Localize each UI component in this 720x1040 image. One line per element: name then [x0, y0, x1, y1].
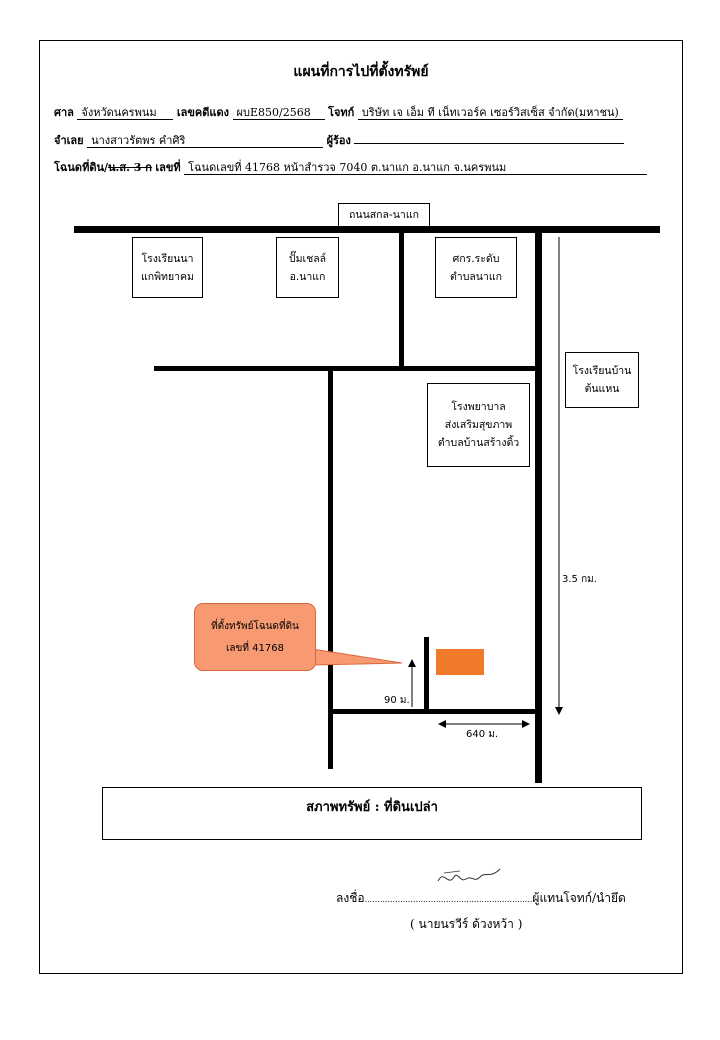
signature-role: ผู้แทนโจทก์/นำยึด — [532, 891, 626, 905]
distance-90-label: 90 ม. — [384, 695, 410, 706]
property-marker — [436, 649, 484, 675]
deed-label: โฉนดที่ดิน/ — [54, 161, 108, 174]
deed-label-struck: น.ส. 3 ก — [108, 161, 152, 174]
petitioner-label: ผู้ร้อง — [326, 134, 351, 147]
plaintiff-label: โจทก์ — [328, 106, 355, 119]
distance-long-label: 3.5 กม. — [562, 574, 597, 585]
defendant-label: จำเลย — [54, 134, 84, 147]
map-arrows — [311, 237, 563, 728]
case-label: เลขคดีแดง — [176, 106, 230, 119]
property-status: สภาพทรัพย์ : ที่ดินเปล่า — [102, 787, 642, 840]
road-label: ถนนสกล-นาแก — [338, 203, 430, 227]
signature-line: ลงชื่อ..................................… — [336, 889, 626, 908]
court-value: จังหวัดนครพนม — [77, 106, 174, 120]
court-label: ศาล — [54, 106, 74, 119]
place-school-tonhaen: โรงเรียนบ้าน ต้นแหน — [565, 352, 639, 408]
signature-dots: ........................................… — [364, 895, 533, 904]
defendant-row: จำเลย นางสาวรัตพร คำศิริ ผู้ร้อง — [54, 131, 625, 149]
road-access — [424, 637, 429, 709]
road-right — [535, 233, 542, 783]
place-health-hospital: โรงพยาบาล ส่งเสริมสุขภาพ ตำบลบ้านสร้างติ… — [427, 383, 530, 467]
place-learning-center: ศกร.ระดับ ตำบลนาแก — [435, 237, 517, 298]
distance-640-label: 640 ม. — [466, 729, 499, 740]
signature-prefix: ลงชื่อ — [336, 891, 365, 905]
plaintiff-value: บริษัท เจ เอ็ม ที เน็ทเวอร์ค เซอร์วิสเซ็… — [357, 106, 623, 120]
deed-row: โฉนดที่ดิน/น.ส. 3 ก เลขที่ โฉนดเลขที่ 41… — [54, 158, 648, 176]
petitioner-value — [354, 143, 625, 144]
road-left — [328, 371, 333, 769]
place-shell-station: ปั๊มเชลล์ อ.นาแก — [276, 237, 339, 298]
property-callout: ที่ตั้งทรัพย์โฉนดที่ดิน เลขที่ 41768 — [194, 603, 316, 671]
road-main — [74, 226, 660, 233]
place-school-nakae: โรงเรียนนา แกพิทยาคม — [132, 237, 203, 298]
document-sheet: แผนที่การไปที่ตั้งทรัพย์ ศาล จังหวัดนครพ… — [39, 40, 683, 974]
road-middle — [154, 366, 540, 371]
road-connector-top — [399, 233, 404, 369]
page-title: แผนที่การไปที่ตั้งทรัพย์ — [293, 64, 429, 80]
callout-pointer — [311, 648, 403, 666]
handwritten-signature — [437, 868, 501, 882]
defendant-value: นางสาวรัตพร คำศิริ — [87, 134, 324, 148]
court-row: ศาล จังหวัดนครพนม เลขคดีแดง ผบE850/2568 … — [54, 103, 623, 121]
case-value: ผบE850/2568 — [232, 106, 325, 120]
deed-number-label: เลขที่ — [155, 161, 181, 174]
signer-name: ( นายนรวีร์ ด้วงหว้า ) — [410, 917, 523, 931]
road-bottom — [330, 709, 538, 714]
deed-value: โฉนดเลขที่ 41768 หน้าสำรวจ 7040 ต.นาแก อ… — [184, 161, 648, 175]
